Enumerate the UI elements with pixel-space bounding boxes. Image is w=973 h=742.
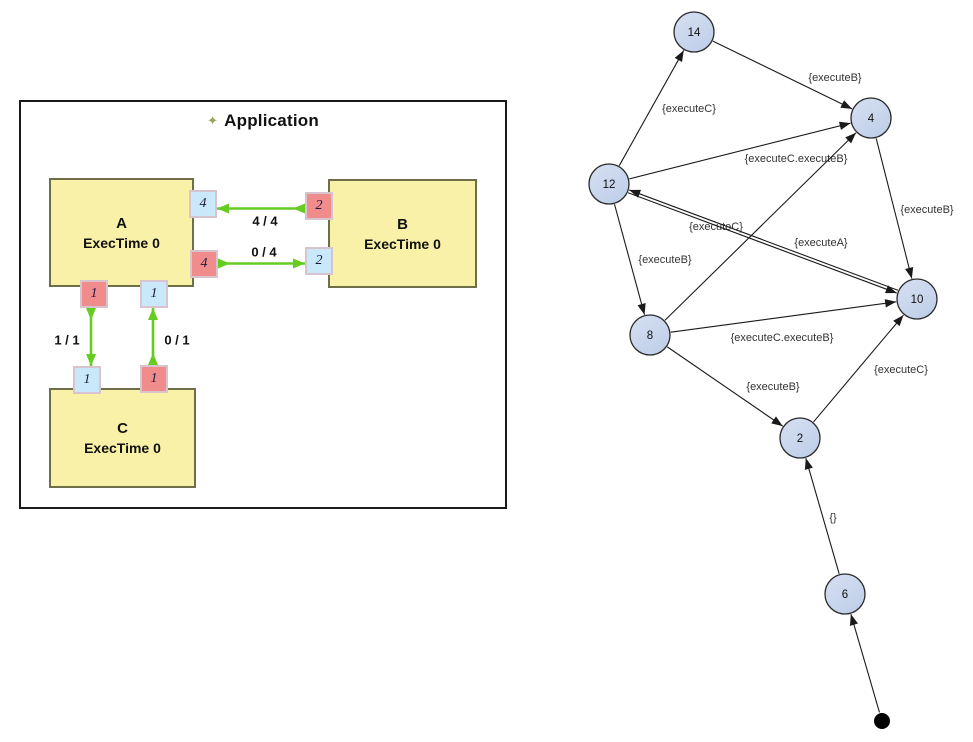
edge-label-8-2: {executeB} — [746, 381, 800, 393]
port-7-red[interactable]: 1 — [140, 365, 168, 393]
edge-label-14-4: {executeB} — [808, 72, 862, 84]
state-graph-edges: {executeC} {executeB} {executeC.executeB} {… — [613, 40, 954, 713]
state-node-12[interactable] — [588, 163, 630, 205]
edge-label-10-12: {executeC} — [689, 221, 743, 233]
edge-arrowhead — [849, 614, 858, 626]
port-3-blue[interactable]: 2 — [305, 247, 333, 275]
graph-edge-6-2 — [805, 458, 840, 574]
edge-arrowhead — [905, 266, 914, 279]
state-node-label-4: 4 — [868, 113, 875, 125]
state-node-4[interactable] — [850, 97, 892, 139]
edge-arrowhead — [893, 315, 904, 327]
edge-arrowhead — [629, 189, 641, 198]
state-node-2[interactable] — [779, 417, 821, 459]
graph-edge-4-10 — [875, 138, 913, 279]
graph-edge-12-8 — [613, 204, 646, 315]
graph-edge-10-12 — [629, 189, 899, 291]
graph-edge-init-6 — [850, 614, 881, 713]
state-node-label-10: 10 — [911, 294, 924, 306]
edge-arrowhead — [884, 299, 897, 308]
sparkle-diamond-icon: ✦ — [207, 113, 219, 128]
application-title: ✦ Application — [19, 111, 507, 131]
graph-edge-8-4 — [664, 132, 857, 321]
edge-arrowhead — [845, 132, 857, 144]
state-node-label-12: 12 — [603, 179, 616, 191]
component-exec-time: ExecTime 0 — [364, 235, 441, 252]
graph-edge-8-2 — [667, 346, 783, 427]
application-title-text: Application — [224, 111, 319, 130]
edge-label-8-10: {executeC.executeB} — [731, 332, 834, 344]
edge-arrowhead — [804, 458, 813, 470]
port-4-red[interactable]: 1 — [80, 280, 108, 308]
edge-label-4-10: {executeB} — [900, 204, 954, 216]
port-0-blue[interactable]: 4 — [189, 190, 217, 218]
initial-state-node[interactable] — [874, 713, 890, 729]
component-b[interactable]: B ExecTime 0 — [328, 179, 477, 288]
port-5-blue[interactable]: 1 — [140, 280, 168, 308]
component-name: A — [116, 214, 127, 232]
graph-edge-8-10 — [670, 301, 897, 333]
edge-arrowhead — [840, 100, 853, 109]
edge-arrowhead — [838, 121, 851, 130]
edge-label-12-10: {executeA} — [794, 237, 848, 249]
state-node-label-14: 14 — [688, 27, 701, 39]
edge-label-12-14: {executeC} — [662, 103, 716, 115]
graph-edge-12-10 — [627, 192, 897, 294]
state-node-14[interactable] — [673, 11, 715, 53]
port-1-red[interactable]: 4 — [190, 250, 218, 278]
edge-arrowhead — [771, 416, 783, 427]
state-node-label-8: 8 — [647, 330, 653, 342]
graph-edge-12-14 — [618, 50, 685, 166]
component-exec-time: ExecTime 0 — [84, 440, 161, 456]
state-node-10[interactable] — [896, 278, 938, 320]
component-name: C — [117, 420, 128, 437]
component-name: B — [397, 215, 408, 233]
edge-arrowhead — [674, 50, 684, 62]
component-c[interactable]: C ExecTime 0 — [49, 388, 196, 488]
graph-edge-14-4 — [712, 40, 853, 110]
edge-label-12-4: {executeC.executeB} — [745, 153, 848, 165]
component-exec-time: ExecTime 0 — [83, 234, 160, 251]
edge-arrowhead — [637, 303, 646, 315]
component-a[interactable]: A ExecTime 0 — [49, 178, 194, 287]
graph-edge-2-10 — [813, 314, 904, 423]
edge-label-12-8: {executeB} — [638, 254, 692, 266]
port-2-red[interactable]: 2 — [305, 192, 333, 220]
state-node-label-2: 2 — [797, 433, 803, 445]
edge-arrowhead — [885, 285, 897, 294]
edge-label-2-10: {executeC} — [874, 364, 928, 376]
state-node-8[interactable] — [629, 314, 671, 356]
state-node-label-6: 6 — [842, 589, 848, 601]
state-graph-nodes: 14 4 12 10 8 2 6 — [588, 11, 938, 729]
edge-label-6-2: {} — [829, 512, 837, 524]
port-6-blue[interactable]: 1 — [73, 366, 101, 394]
graph-edge-12-4 — [629, 122, 851, 180]
state-node-6[interactable] — [824, 573, 866, 615]
